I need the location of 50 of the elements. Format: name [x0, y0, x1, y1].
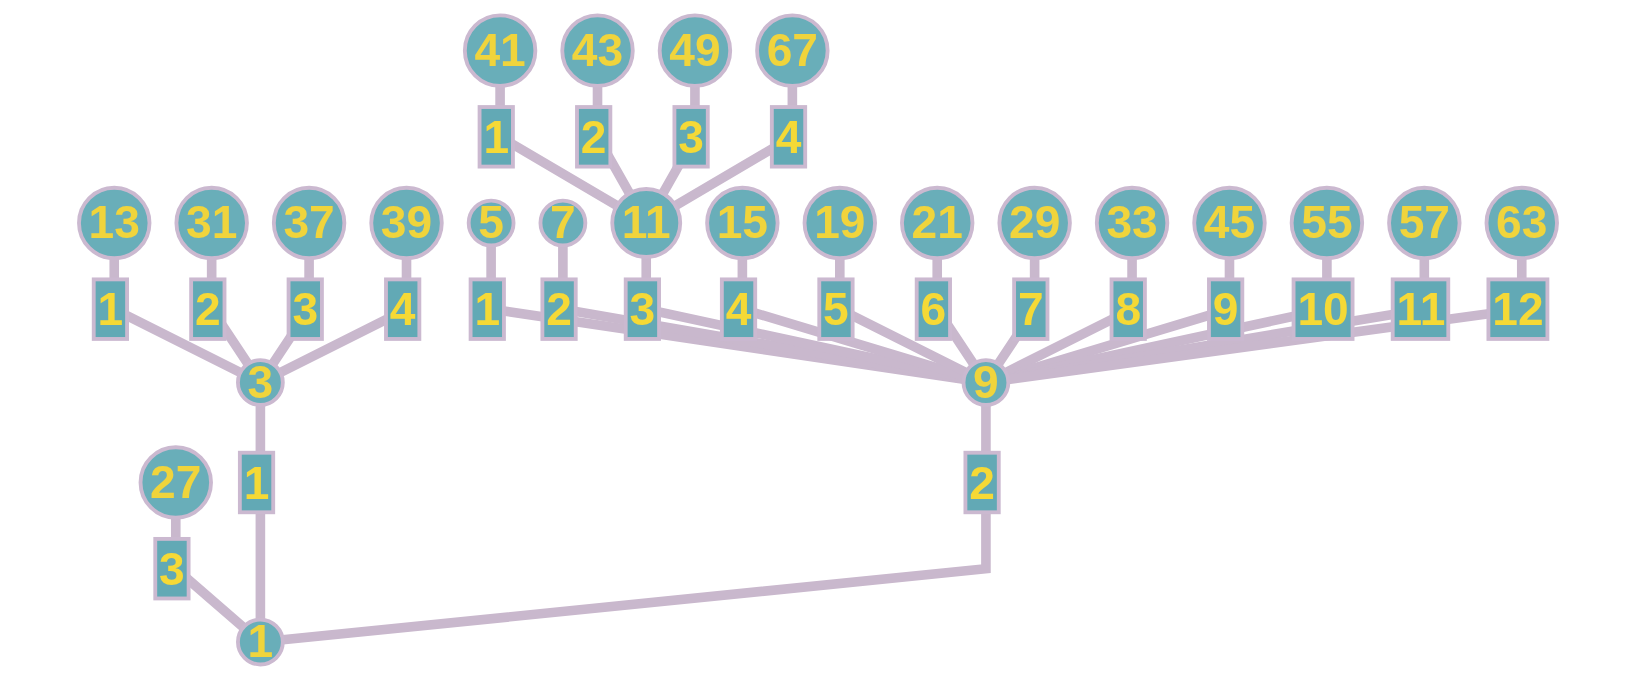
edge-label: 7: [1017, 283, 1044, 336]
edge-label: 8: [1115, 283, 1142, 336]
edge-label: 4: [389, 283, 416, 336]
node-circle: 5: [466, 198, 516, 248]
node-circle: 67: [755, 13, 830, 88]
edge-label: 2: [969, 456, 995, 509]
edge-label: 10: [1297, 283, 1349, 336]
edge-label: 2: [580, 111, 607, 164]
connector: [278, 258, 412, 377]
node-circle: 15: [705, 185, 780, 261]
edge-label: 11: [1396, 283, 1446, 336]
edge-label: 3: [629, 283, 656, 336]
node-circle: 13: [77, 185, 152, 261]
connector: [109, 258, 243, 377]
node-circle: 9: [961, 358, 1011, 407]
connector: [495, 85, 620, 210]
node-circle: 27: [138, 445, 213, 520]
node-circle: 31: [174, 185, 249, 261]
edge-label: 5: [823, 283, 849, 336]
node-circle: 7: [538, 198, 588, 248]
edge-label: 12: [1492, 283, 1544, 336]
edge-label: 1: [97, 283, 124, 336]
node-circle: 19: [802, 185, 877, 261]
edge-label: 3: [292, 283, 319, 336]
node-circle: 33: [1094, 185, 1170, 261]
edge-label: 2: [546, 283, 572, 336]
node-circle: 57: [1387, 185, 1462, 261]
node-circle: 11: [610, 187, 683, 259]
node-circle: 29: [997, 185, 1072, 261]
node-circle: 3: [236, 358, 285, 407]
edge-label: 3: [678, 111, 704, 164]
node-circle: 37: [271, 185, 347, 261]
node-circle: 43: [560, 13, 635, 88]
node-circle: 39: [369, 185, 444, 261]
node-circle: 21: [900, 185, 975, 261]
edge-label: 1: [243, 456, 270, 509]
edge-label: 2: [194, 283, 221, 336]
edge-label: 4: [775, 111, 802, 164]
edge-label: 1: [483, 111, 510, 164]
node-circle: 41: [462, 13, 538, 88]
edge-label: 6: [920, 283, 947, 336]
node-circle: 55: [1289, 185, 1365, 261]
node-circle: 49: [657, 13, 733, 88]
edge-label: 3: [159, 543, 185, 596]
node-circle: 1: [236, 617, 285, 667]
edge-label: 1: [474, 283, 501, 336]
edge-label: 4: [725, 283, 752, 336]
node-circle: 45: [1192, 185, 1267, 261]
edge-label: 9: [1212, 283, 1239, 336]
node-circle: 63: [1484, 185, 1559, 261]
